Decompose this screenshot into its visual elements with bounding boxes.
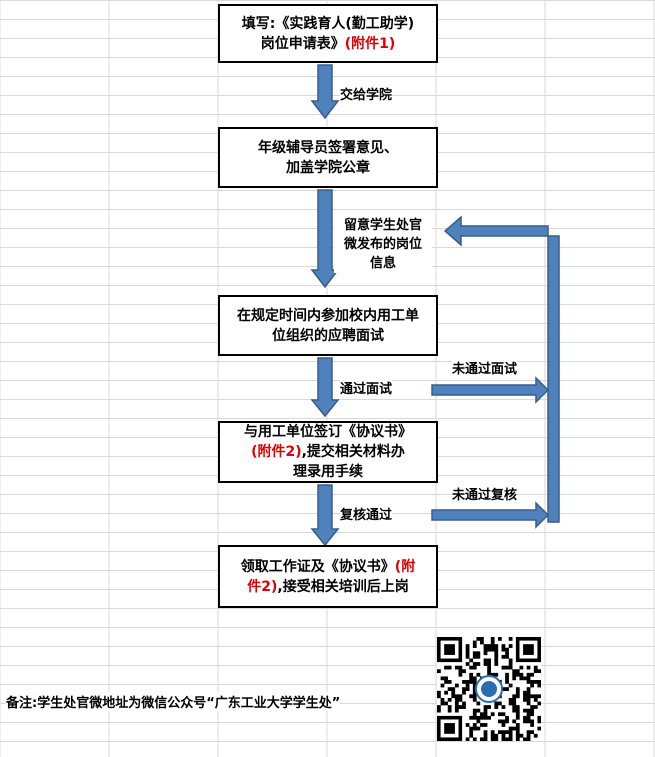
label-submit-college: 交给学院 <box>340 86 393 105</box>
step4-line1: 与用工单位签订《协议书》 <box>244 424 412 440</box>
step2-line1: 年级辅导员签署意见、 <box>258 139 398 156</box>
step-interview: 在规定时间内参加校内用工单 位组织的应聘面试 <box>218 295 438 356</box>
step5-line2: 件2),接受相关培训后上岗 <box>247 578 409 595</box>
label-fail-review: 未通过复核 <box>452 486 518 505</box>
step4-line2: (附件2),提交相关材料办 <box>251 444 405 460</box>
step5-line1: 领取工作证及《协议书》(附 <box>240 558 416 575</box>
arrow-right-fail-interview <box>431 376 550 404</box>
arrow-down-1 <box>310 64 340 120</box>
step2-line2: 加盖学院公章 <box>286 159 370 176</box>
step-counselor-sign: 年级辅导员签署意见、 加盖学院公章 <box>218 127 438 188</box>
notice-line1: 留意学生处官 <box>343 218 422 233</box>
notice-line2: 微发布的岗位 <box>343 237 422 252</box>
attachment2-ref: (附件2) <box>251 444 302 460</box>
footer-note: 备注:学生处官微地址为微信公众号“广东工业大学学生处” <box>6 692 341 711</box>
notice-line3: 信息 <box>369 256 396 271</box>
step1-line1: 填写:《实践育人(勤工助学) <box>241 15 415 32</box>
step3-line2: 位组织的应聘面试 <box>272 327 384 344</box>
attachment2-ref-b: 件2) <box>247 578 278 595</box>
attachment1-ref: (附件1) <box>344 35 396 52</box>
arrow-right-fail-review <box>431 501 550 529</box>
arrow-down-3 <box>310 357 340 418</box>
label-fail-interview: 未通过面试 <box>452 360 518 379</box>
step-fill-application: 填写:《实践育人(勤工助学) 岗位申请表》(附件1) <box>218 4 438 63</box>
step1-line2: 岗位申请表》(附件1) <box>260 35 396 52</box>
attachment2-ref-a: (附 <box>394 558 416 575</box>
step-receive-card: 领取工作证及《协议书》(附 件2),接受相关培训后上岗 <box>218 545 438 608</box>
label-pass-review: 复核通过 <box>340 506 393 525</box>
qr-code-icon[interactable] <box>437 637 541 741</box>
step3-line1: 在规定时间内参加校内用工单 <box>237 307 419 324</box>
step-sign-agreement: 与用工单位签订《协议书》 (附件2),提交相关材料办 理录用手续 <box>218 421 438 483</box>
step4-line3: 理录用手续 <box>293 464 363 480</box>
arrow-down-2 <box>310 189 340 289</box>
label-pass-interview: 通过面试 <box>340 380 393 399</box>
label-notice: 留意学生处官 微发布的岗位 信息 <box>334 216 432 273</box>
arrow-return-loop <box>443 215 560 523</box>
arrow-down-4 <box>310 484 340 547</box>
